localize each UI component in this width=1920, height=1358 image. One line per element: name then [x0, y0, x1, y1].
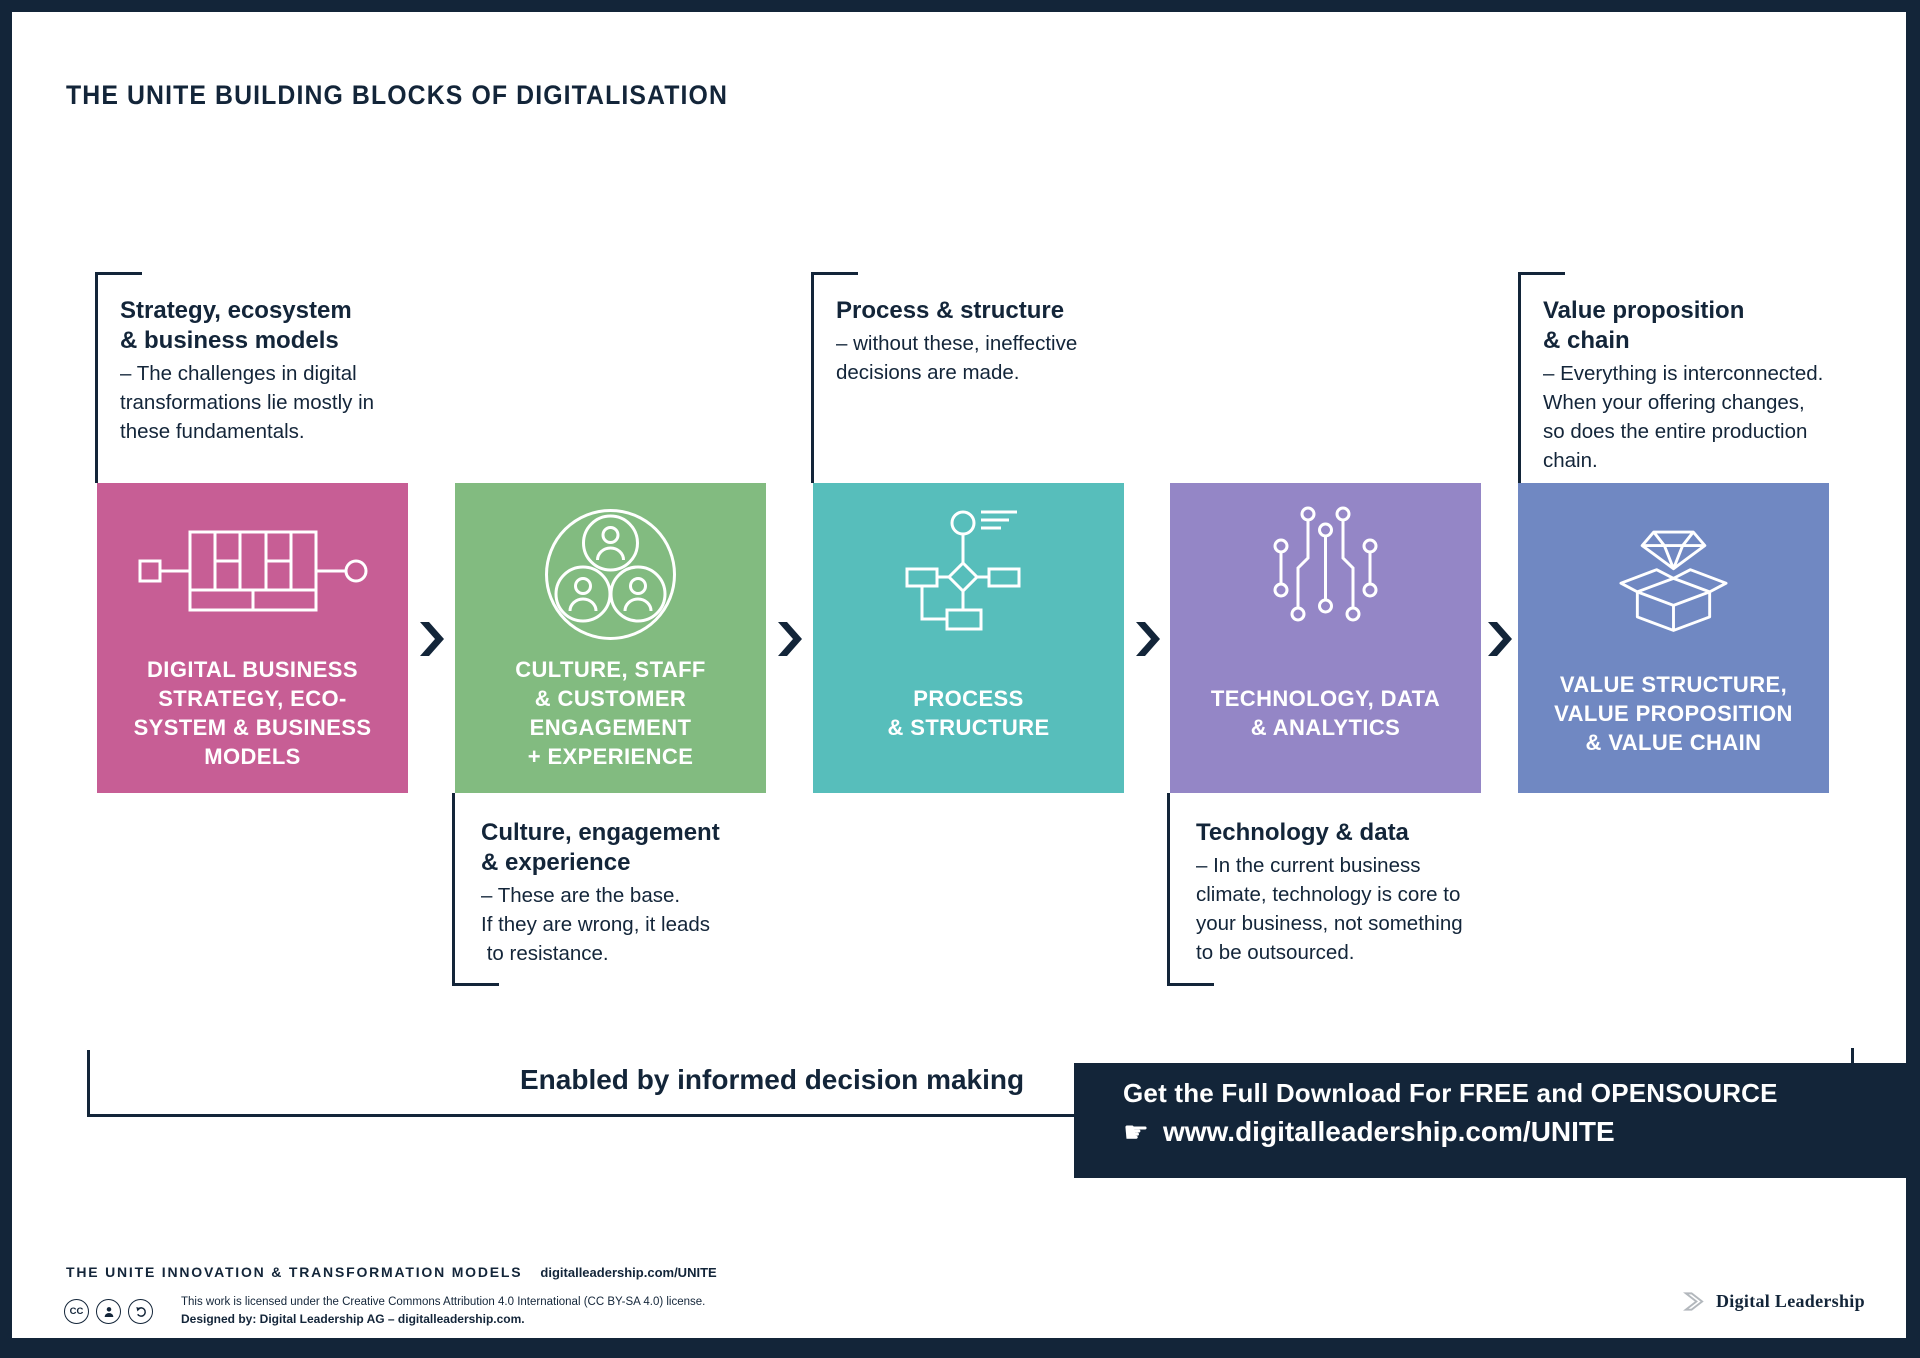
bracket-line	[87, 1050, 90, 1116]
business-model-canvas-icon	[138, 530, 367, 612]
block-icon-area	[1268, 499, 1383, 649]
annotation-culture: Culture, engagement& experience – These …	[452, 793, 720, 986]
digital-leadership-logo: Digital Leadership	[1682, 1290, 1865, 1313]
footer-series: THE UNITE INNOVATION & TRANSFORMATION MO…	[66, 1264, 717, 1280]
block-technology-data-analytics: TECHNOLOGY, DATA& ANALYTICS	[1170, 483, 1481, 793]
annotation-technology: Technology & data – In the current busin…	[1167, 793, 1463, 986]
bracket-line	[95, 272, 142, 275]
license-text: This work is licensed under the Creative…	[181, 1296, 706, 1308]
page-title: THE UNITE BUILDING BLOCKS OF DIGITALISAT…	[66, 80, 729, 110]
chevron-right-icon	[420, 622, 444, 656]
cc-license-icons: CC	[64, 1299, 153, 1324]
annotation-body: – Everything is interconnected.When your…	[1543, 362, 1824, 472]
bracket-line	[1167, 983, 1214, 986]
annotation-value: Value proposition& chain – Everything is…	[1518, 272, 1824, 483]
annotation-process: Process & structure – without these, ine…	[811, 272, 1078, 483]
block-label: PROCESS& STRUCTURE	[887, 686, 1050, 740]
circuit-icon	[1273, 506, 1378, 622]
enabled-strip-label: Enabled by informed decision making	[520, 1064, 1025, 1095]
annotation-title: Technology & data	[1196, 819, 1409, 846]
block-icon-area	[138, 499, 368, 649]
cc-icon-label: CC	[69, 1306, 84, 1317]
block-icon-area	[1606, 499, 1741, 649]
footer-series-title: THE UNITE INNOVATION & TRANSFORMATION MO…	[66, 1264, 523, 1280]
bracket-line	[1167, 793, 1170, 985]
cc-icon: CC	[64, 1299, 89, 1324]
banner-headline: Get the Full Download For FREE and OPENS…	[1123, 1078, 1778, 1108]
team-icon	[545, 508, 676, 640]
block-label: VALUE STRUCTURE,VALUE PROPOSITION& VALUE…	[1554, 671, 1793, 755]
block-process-structure: PROCESS& STRUCTURE	[813, 483, 1124, 793]
annotation-title: Value proposition& chain	[1543, 297, 1745, 354]
download-banner: Get the Full Download For FREE and OPENS…	[1074, 1063, 1920, 1178]
footer-series-url[interactable]: digitalleadership.com/UNITE	[540, 1265, 717, 1280]
annotation-strategy: Strategy, ecosystem& business models – T…	[95, 272, 375, 483]
frame-border-bottom	[0, 1338, 1920, 1358]
bracket-line	[452, 793, 455, 985]
bracket-line	[811, 272, 858, 275]
annotation-title: Strategy, ecosystem& business models	[120, 297, 352, 354]
block-icon-area	[542, 499, 679, 649]
block-label: TECHNOLOGY, DATA& ANALYTICS	[1210, 686, 1441, 740]
chevron-right-icon	[778, 622, 802, 656]
bracket-line	[87, 1114, 1851, 1117]
footer-license: This work is licensed under the Creative…	[181, 1294, 705, 1327]
chevron-right-icon	[1136, 622, 1160, 656]
bracket-line	[1518, 272, 1565, 275]
block-icon-area	[901, 499, 1036, 649]
attribution-icon	[96, 1299, 121, 1324]
bracket-line	[1518, 272, 1521, 483]
bracket-line	[95, 272, 98, 483]
diamond-box-icon	[1619, 530, 1728, 632]
annotation-body: – These are the base.If they are wrong, …	[481, 884, 711, 965]
banner-url[interactable]: www.digitalleadership.com/UNITE	[1163, 1116, 1615, 1147]
frame-border-right	[1906, 0, 1920, 1358]
logo-text: Digital Leadership	[1716, 1291, 1865, 1311]
flowchart-icon	[905, 510, 1021, 630]
share-alike-icon	[128, 1299, 153, 1324]
pointing-hand-icon: ☛	[1123, 1114, 1149, 1149]
block-value-structure-proposition-chain: VALUE STRUCTURE,VALUE PROPOSITION& VALUE…	[1518, 483, 1829, 793]
double-chevron-logo-icon	[1683, 1292, 1704, 1311]
frame-border-left	[0, 0, 12, 1358]
frame-border-top	[0, 0, 1920, 12]
bracket-line	[452, 983, 499, 986]
designed-by-text: Designed by: Digital Leadership AG – dig…	[181, 1311, 525, 1326]
annotation-title: Process & structure	[836, 297, 1065, 324]
bracket-line	[811, 272, 814, 483]
chevron-right-icon	[1488, 622, 1512, 656]
annotation-title: Culture, engagement& experience	[481, 819, 720, 876]
